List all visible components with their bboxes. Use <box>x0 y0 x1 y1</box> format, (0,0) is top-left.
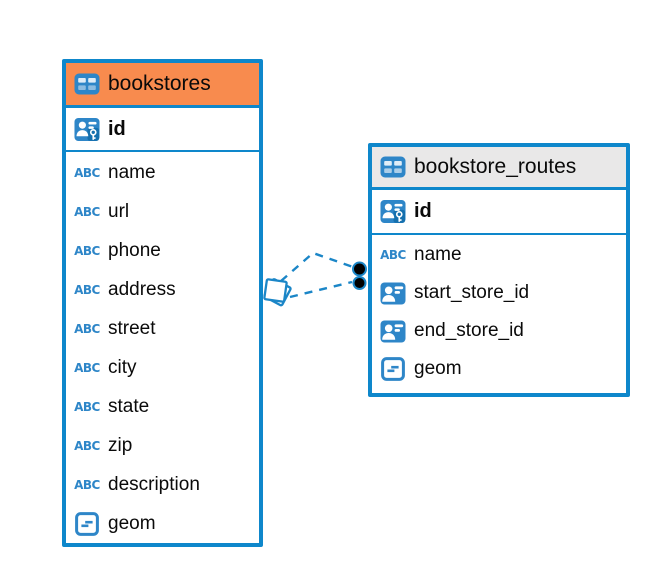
geometry-type-icon <box>380 357 406 381</box>
primary-key-person-icon <box>74 117 100 142</box>
column-name: geom <box>108 512 156 534</box>
table-name: bookstores <box>108 72 211 95</box>
geometry-type-icon <box>74 511 100 536</box>
column-name: description <box>108 473 200 495</box>
relationship-line-start-store-id[interactable] <box>280 251 357 282</box>
column-row-street[interactable]: ABC street <box>66 309 259 348</box>
column-row-geom[interactable]: geom <box>66 504 259 543</box>
text-type-icon: ABC <box>74 204 100 219</box>
column-name: phone <box>108 239 161 261</box>
column-list: ABC name ABC url ABC phone ABC address A… <box>66 152 259 543</box>
column-name: state <box>108 395 150 417</box>
column-name: address <box>108 278 176 300</box>
table-bookstores[interactable]: bookstores id ABC <box>62 59 263 547</box>
column-row-start-store-id[interactable]: start_store_id <box>372 274 626 312</box>
relationship-diamond-marker[interactable] <box>263 278 292 307</box>
text-type-icon: ABC <box>74 438 100 453</box>
table-header-bookstores[interactable]: bookstores <box>66 63 259 108</box>
column-row-name[interactable]: ABC name <box>372 236 626 274</box>
column-row-city[interactable]: ABC city <box>66 348 259 387</box>
relationship-dot-markers[interactable] <box>352 261 367 290</box>
text-type-icon: ABC <box>74 477 100 492</box>
text-type-icon: ABC <box>74 243 100 258</box>
column-row-id[interactable]: id <box>66 108 259 152</box>
text-type-icon: ABC <box>74 399 100 414</box>
column-row-description[interactable]: ABC description <box>66 465 259 504</box>
column-row-phone[interactable]: ABC phone <box>66 231 259 270</box>
table-name: bookstore_routes <box>414 155 577 178</box>
column-row-name[interactable]: ABC name <box>66 153 259 192</box>
column-name: id <box>108 117 126 140</box>
column-row-address[interactable]: ABC address <box>66 270 259 309</box>
column-name: name <box>414 244 462 265</box>
relationship-line-end-store-id[interactable] <box>289 280 353 299</box>
column-row-geom[interactable]: geom <box>372 350 626 388</box>
table-icon <box>380 156 406 178</box>
text-type-icon: ABC <box>74 321 100 336</box>
column-row-id[interactable]: id <box>372 190 626 235</box>
column-name: zip <box>108 434 133 456</box>
column-name: start_store_id <box>414 282 530 303</box>
text-type-icon: ABC <box>74 282 100 297</box>
foreign-key-person-icon <box>380 282 406 305</box>
text-type-icon: ABC <box>74 360 100 375</box>
column-name: name <box>108 161 156 183</box>
column-row-zip[interactable]: ABC zip <box>66 426 259 465</box>
column-name: id <box>414 200 432 222</box>
column-name: geom <box>414 358 462 379</box>
table-bookstore-routes[interactable]: bookstore_routes id ABC <box>368 143 630 397</box>
table-icon <box>74 73 100 95</box>
column-list: ABC name start_store_id <box>372 235 626 388</box>
table-header-bookstore-routes[interactable]: bookstore_routes <box>372 147 626 190</box>
foreign-key-person-icon <box>380 320 406 343</box>
text-type-icon: ABC <box>380 248 406 262</box>
column-name: url <box>108 200 130 222</box>
column-name: end_store_id <box>414 320 524 341</box>
column-name: city <box>108 356 137 378</box>
column-row-state[interactable]: ABC state <box>66 387 259 426</box>
column-row-url[interactable]: ABC url <box>66 192 259 231</box>
primary-key-person-icon <box>380 199 406 224</box>
text-type-icon: ABC <box>74 165 100 180</box>
column-name: street <box>108 317 156 339</box>
column-row-end-store-id[interactable]: end_store_id <box>372 312 626 350</box>
